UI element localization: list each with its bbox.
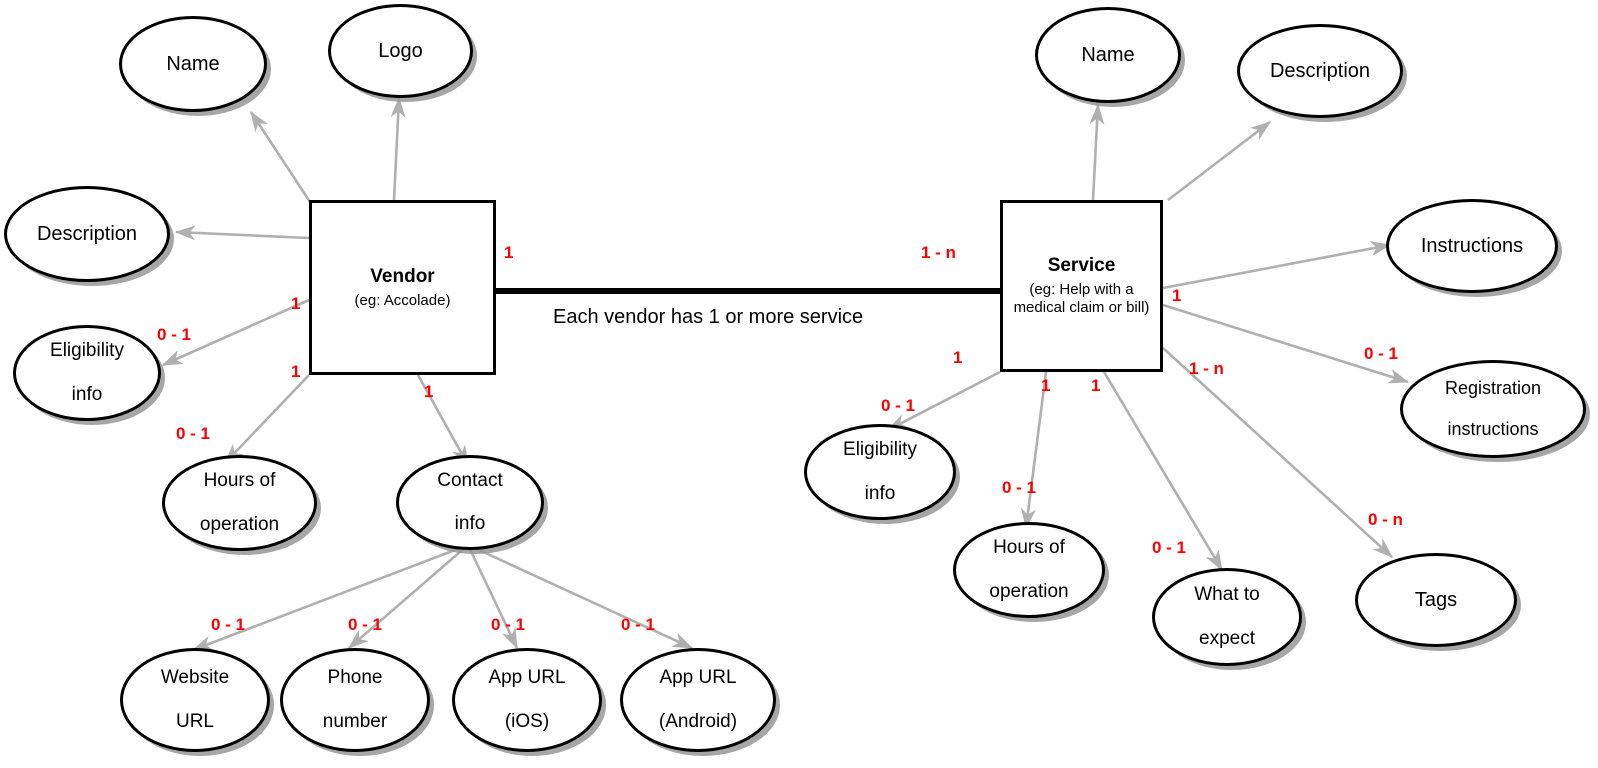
cardinality-contact-to-phone: 0 - 1 xyxy=(348,615,383,634)
attribute-service-tags[interactable]: Tags xyxy=(1355,553,1517,647)
edge-vendor-hours xyxy=(224,374,310,464)
attribute-vendor-eligibility-info-label: Eligibility info xyxy=(50,340,124,405)
entity-vendor[interactable]: Vendor (eg: Accolade) xyxy=(309,200,496,375)
relationship-label: Each vendor has 1 or more service xyxy=(553,306,864,328)
cardinality-service-bottom-hours: 1 xyxy=(1041,376,1051,395)
entity-service-title: Service xyxy=(1047,254,1116,276)
attribute-contact-app-url-android-label: App URL (Android) xyxy=(658,667,738,732)
cardinality-vendor-relationship: 1 xyxy=(504,243,514,262)
attribute-contact-phone-number[interactable]: Phone number xyxy=(280,648,430,752)
cardinality-contact-to-app-ios: 0 - 1 xyxy=(491,615,526,634)
attribute-contact-phone-number-label: Phone number xyxy=(322,667,388,732)
cardinality-vendor-to-eligibility: 0 - 1 xyxy=(157,325,192,344)
entity-vendor-subtitle: (eg: Accolade) xyxy=(354,291,451,309)
cardinality-service-right-registration: 1 - n xyxy=(1189,359,1224,378)
attribute-contact-website-url-label: Website URL xyxy=(160,667,230,732)
edge-service-description xyxy=(1167,120,1272,202)
cardinality-service-to-hours: 0 - 1 xyxy=(1002,478,1037,497)
attribute-service-tags-label: Tags xyxy=(1414,588,1458,611)
cardinality-service-bottom-expect: 1 xyxy=(1091,376,1101,395)
attribute-vendor-name-label: Name xyxy=(166,52,220,75)
attribute-vendor-eligibility-info[interactable]: Eligibility info xyxy=(13,325,161,421)
edge-vendor-description xyxy=(174,225,310,241)
entity-service[interactable]: Service (eg: Help with a medical claim o… xyxy=(1000,200,1163,372)
entity-vendor-title: Vendor xyxy=(370,265,435,287)
attribute-vendor-contact-info[interactable]: Contact info xyxy=(396,455,544,550)
entity-service-subtitle-line2: medical claim or bill) xyxy=(1013,299,1150,317)
attribute-service-eligibility-info[interactable]: Eligibility info xyxy=(804,424,956,520)
cardinality-contact-to-website: 0 - 1 xyxy=(211,615,246,634)
attribute-contact-app-url-ios-label: App URL (iOS) xyxy=(488,667,566,732)
cardinality-vendor-bottom: 1 xyxy=(424,382,434,401)
attribute-service-instructions-label: Instructions xyxy=(1420,234,1524,257)
cardinality-vendor-to-hours: 0 - 1 xyxy=(176,424,211,443)
edge-service-instructions xyxy=(1162,241,1392,290)
attribute-vendor-logo-label: Logo xyxy=(378,39,423,62)
attribute-vendor-description-label: Description xyxy=(36,222,138,245)
edge-service-tags xyxy=(1162,347,1393,558)
edge-vendor-logo xyxy=(390,96,406,201)
attribute-contact-app-url-android[interactable]: App URL (Android) xyxy=(620,648,776,752)
cardinality-service-to-registration: 0 - 1 xyxy=(1364,344,1399,363)
attribute-service-hours-of-operation-label: Hours of operation xyxy=(989,537,1069,602)
edge-service-name xyxy=(1089,103,1105,201)
attribute-service-description-label: Description xyxy=(1269,59,1371,82)
attribute-vendor-description[interactable]: Description xyxy=(4,186,170,282)
cardinality-vendor-left-upper: 1 xyxy=(291,294,301,313)
cardinality-service-to-tags: 0 - n xyxy=(1368,510,1403,529)
cardinality-service-left-eligibility: 1 xyxy=(953,348,963,367)
attribute-vendor-hours-of-operation-label: Hours of operation xyxy=(199,470,280,535)
attribute-service-registration-instructions[interactable]: Registration instructions xyxy=(1400,360,1586,458)
cardinality-service-to-expect: 0 - 1 xyxy=(1152,538,1187,557)
cardinality-vendor-left-lower: 1 xyxy=(291,362,301,381)
attribute-contact-app-url-ios[interactable]: App URL (iOS) xyxy=(452,648,602,752)
attribute-service-name-label: Name xyxy=(1081,43,1135,66)
cardinality-service-to-eligibility: 0 - 1 xyxy=(881,396,916,415)
attribute-service-registration-instructions-label: Registration instructions xyxy=(1444,377,1542,440)
cardinality-contact-to-app-android: 0 - 1 xyxy=(621,615,656,634)
entity-service-subtitle: (eg: Help with a medical claim or bill) xyxy=(1008,281,1156,319)
cardinality-service-relationship: 1 - n xyxy=(921,243,956,262)
attribute-service-what-to-expect[interactable]: What to expect xyxy=(1152,568,1302,666)
attribute-service-instructions[interactable]: Instructions xyxy=(1386,199,1558,293)
attribute-service-hours-of-operation[interactable]: Hours of operation xyxy=(953,522,1105,618)
attribute-service-description[interactable]: Description xyxy=(1237,24,1403,118)
attribute-service-what-to-expect-label: What to expect xyxy=(1194,584,1260,649)
attribute-contact-website-url[interactable]: Website URL xyxy=(120,648,270,752)
attribute-vendor-contact-info-label: Contact info xyxy=(437,469,503,535)
entity-service-subtitle-line1: (eg: Help with a xyxy=(1029,280,1134,298)
attribute-vendor-logo[interactable]: Logo xyxy=(328,4,473,98)
attribute-vendor-name[interactable]: Name xyxy=(119,16,267,112)
attribute-service-name[interactable]: Name xyxy=(1035,7,1181,103)
attribute-service-eligibility-info-label: Eligibility info xyxy=(843,439,917,504)
attribute-vendor-hours-of-operation[interactable]: Hours of operation xyxy=(162,455,317,551)
edge-vendor-name xyxy=(249,110,314,206)
cardinality-service-right-instructions: 1 xyxy=(1172,286,1182,305)
